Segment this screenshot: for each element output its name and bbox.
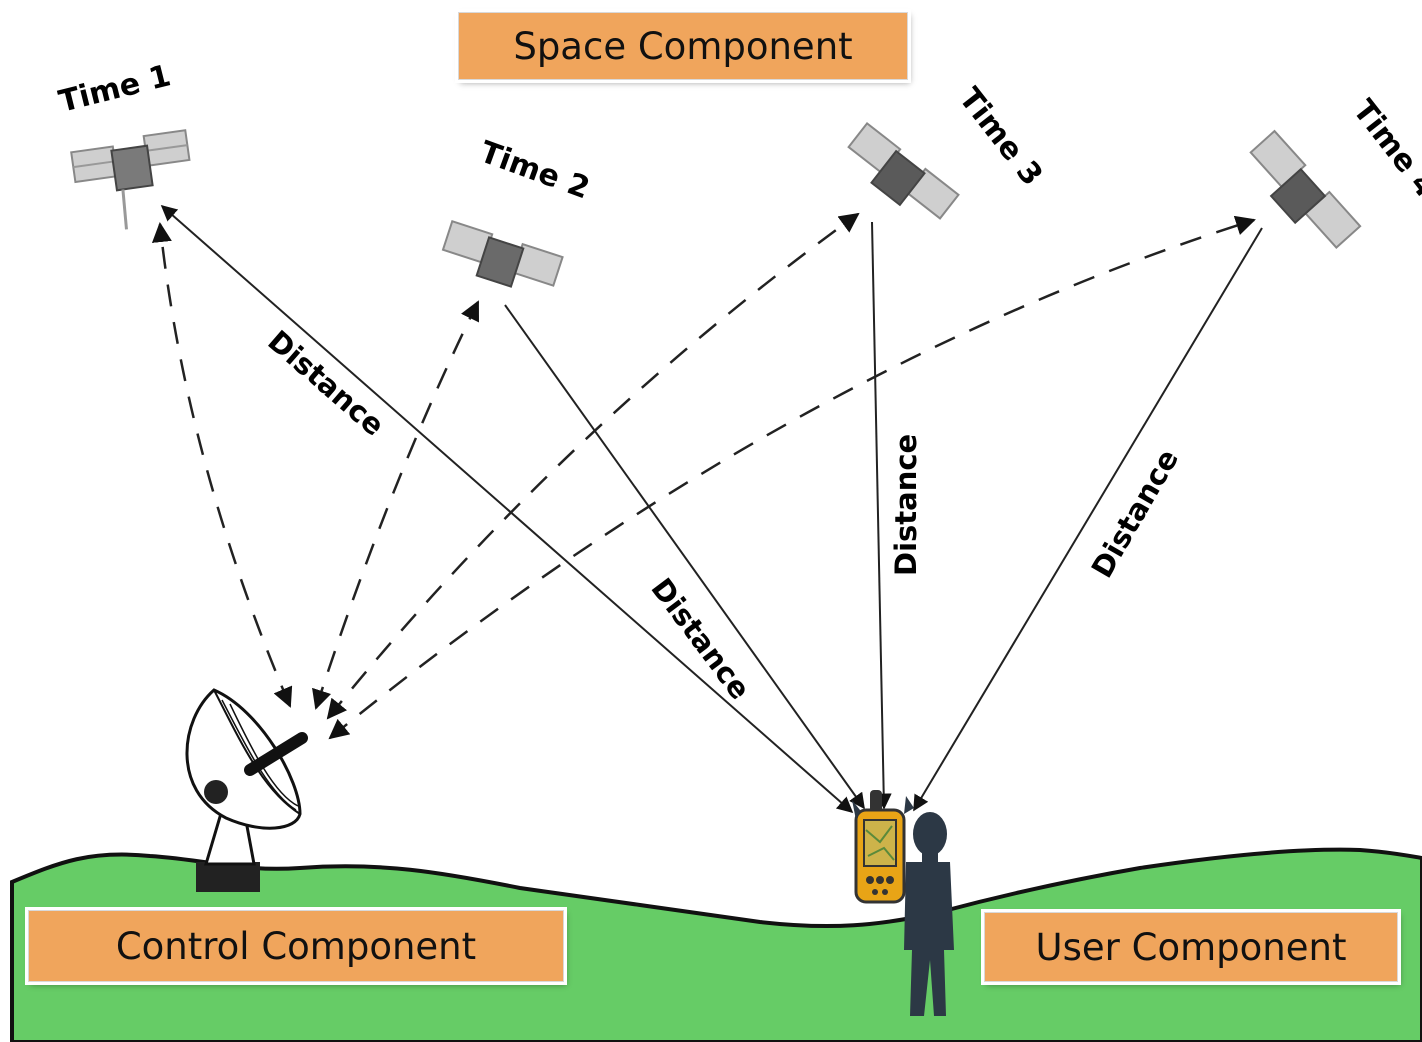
control-link-3 [326,212,860,720]
distance-label-1: Distance [261,324,391,443]
space-component-box: Space Component [458,12,908,80]
satellite-icon [1249,129,1362,249]
hand-icon [852,800,860,820]
control-link-1 [151,222,293,708]
distance-line-2 [504,304,865,810]
distance-label-2: Distance [644,572,757,706]
satellite-dish-icon [185,688,308,892]
hand-icon [904,796,914,814]
distance-line-1 [160,204,854,814]
user-component-box: User Component [984,912,1398,982]
user-component-label: User Component [1035,925,1347,969]
satellite-icon [70,129,191,230]
control-component-box: Control Component [28,910,564,982]
time-1-label: Time 1 [55,58,174,119]
control-links [151,212,1256,740]
distance-line-4 [913,227,1263,812]
time-2-label: Time 2 [475,135,594,207]
control-link-4 [328,215,1256,740]
distance-label-4: Distance [1085,443,1186,583]
distance-line-3 [871,221,892,810]
time-3-label: Time 3 [952,81,1050,192]
time-4-label: Time 4 [1346,93,1422,204]
person-silhouette-icon [904,812,954,1016]
distance-lines [160,204,1263,814]
control-component-label: Control Component [115,924,477,968]
satellite-icon [847,121,960,220]
distance-label-3: Distance [889,434,923,576]
satellite-icon [441,219,564,288]
space-component-label: Space Component [513,24,853,68]
gps-receiver-icon [854,790,906,904]
